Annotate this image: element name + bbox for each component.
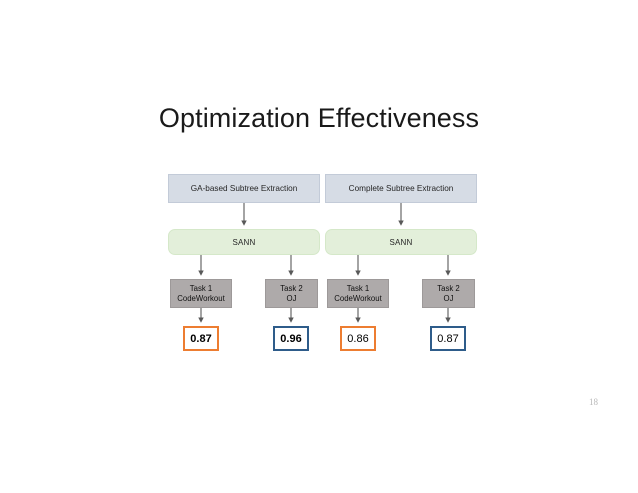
header-box-complete[interactable]: Complete Subtree Extraction [325,174,477,203]
header-box-label: Complete Subtree Extraction [348,183,454,193]
task-label-line1: Task 1 [346,283,370,293]
value-text: 0.87 [437,332,459,345]
value-text: 0.86 [347,332,369,345]
header-box-ga-based[interactable]: GA-based Subtree Extraction [168,174,320,203]
task-label-line1: Task 2 [280,283,303,293]
task-box-task-2[interactable]: Task 2 OJ [265,279,318,308]
header-box-label: GA-based Subtree Extraction [190,183,298,193]
task-box-task-2[interactable]: Task 2 OJ [422,279,475,308]
task-label-line1: Task 1 [189,283,213,293]
task-label-line1: Task 2 [437,283,460,293]
task-box-task-1[interactable]: Task 1 CodeWorkout [170,279,232,308]
task-box-task-1[interactable]: Task 1 CodeWorkout [327,279,389,308]
value-box-task-2[interactable]: 0.96 [273,326,309,351]
slide-number: 18 [589,397,598,407]
value-box-task-2[interactable]: 0.87 [430,326,466,351]
value-box-task-1[interactable]: 0.86 [340,326,376,351]
value-text: 0.87 [190,332,212,345]
branch-ga-based: GA-based Subtree Extraction SANN Task 1 … [168,174,320,359]
value-box-task-1[interactable]: 0.87 [183,326,219,351]
task-label-line2: OJ [443,293,454,303]
task-label-line2: OJ [286,293,297,303]
branch-complete: Complete Subtree Extraction SANN Task 1 … [325,174,477,359]
task-label-line2: CodeWorkout [177,293,225,303]
page-title: Optimization Effectiveness [158,103,480,133]
sann-box-ga-based[interactable]: SANN [168,229,320,255]
sann-box-label: SANN [389,237,413,247]
sann-box-label: SANN [232,237,256,247]
value-text: 0.96 [280,332,302,345]
task-label-line2: CodeWorkout [334,293,382,303]
sann-box-complete[interactable]: SANN [325,229,477,255]
